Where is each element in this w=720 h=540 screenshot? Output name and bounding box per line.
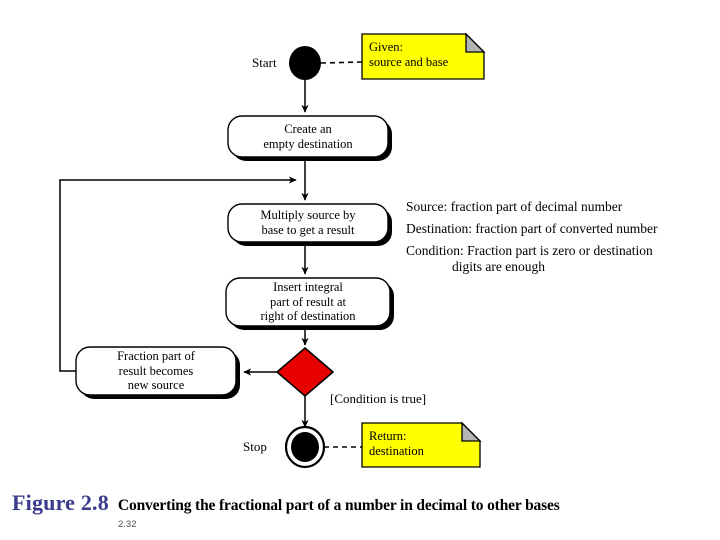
- spec-line-destination: Destination: fraction part of converted …: [406, 221, 658, 236]
- spec-line-condition-cont: digits are enough: [452, 259, 545, 274]
- figure-title: Converting the fractional part of a numb…: [117, 497, 560, 514]
- page-number: 2.32: [118, 519, 137, 530]
- start-node: [289, 46, 321, 80]
- start-label: Start: [252, 55, 277, 70]
- start-note-link: [320, 61, 363, 64]
- action-label-fraction: Fraction part of result becomes new sour…: [117, 348, 195, 393]
- action-label-create: Create an empty destination: [263, 121, 353, 151]
- stop-node: [284, 425, 326, 469]
- figure-number: Figure 2.8: [12, 490, 109, 515]
- figure-caption: Figure 2.8 Converting the fractional par…: [12, 490, 560, 516]
- action-box-create: [227, 115, 389, 158]
- note-given-text: Given: source and base: [369, 40, 449, 69]
- note-return-text: Return: destination: [369, 429, 424, 458]
- action-box-insert: [225, 277, 391, 327]
- spec-line-source: Source: fraction part of decimal number: [406, 199, 623, 214]
- decision-diamond: [275, 346, 335, 398]
- spec-line-condition: Condition: Fraction part is zero or dest…: [406, 243, 653, 258]
- action-label-multiply: Multiply source by base to get a result: [260, 208, 356, 237]
- loopback-connector: [59, 176, 297, 372]
- stop-label: Stop: [243, 439, 267, 454]
- action-box-fraction: [75, 346, 237, 396]
- action-label-insert: Insert integral part of result at right …: [260, 279, 356, 324]
- action-box-multiply: [227, 203, 389, 243]
- guard-label: [Condition is true]: [330, 391, 427, 406]
